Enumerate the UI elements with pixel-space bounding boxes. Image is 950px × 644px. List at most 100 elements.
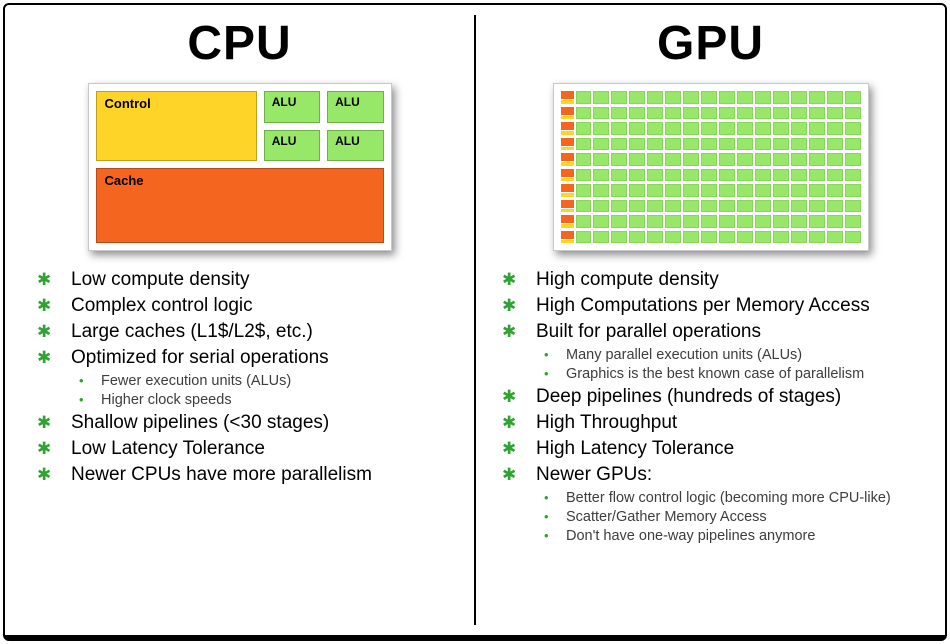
gpu-row: [560, 153, 861, 166]
gpu-alu-cell: [683, 230, 700, 244]
bullet-text: Many parallel execution units (ALUs): [566, 347, 803, 364]
bullet-text: Deep pipelines (hundreds of stages): [536, 386, 842, 408]
gpu-alu-cell: [593, 106, 610, 120]
gpu-alu-cell: [772, 168, 789, 182]
gpu-grid: [560, 91, 861, 244]
gpu-alu-cell: [844, 137, 861, 151]
gpu-alu-cell: [611, 106, 628, 120]
gpu-alu-cell: [826, 184, 843, 197]
gpu-cache-block: [560, 115, 574, 120]
gpu-cache-block: [560, 224, 574, 228]
bullet-item: ✱Complex control logic: [37, 295, 474, 317]
gpu-alu-cell: [665, 122, 682, 135]
gpu-alu-cell: [790, 215, 807, 228]
bullet-text: High compute density: [536, 269, 719, 291]
gpu-alu-cell: [683, 199, 700, 213]
gpu-alu-cell: [647, 199, 664, 213]
gpu-alu-cell: [808, 184, 825, 197]
bullet-item: ✱Newer GPUs:: [502, 464, 945, 486]
bullet-text: Built for parallel operations: [536, 321, 761, 343]
gpu-alu-cell: [736, 122, 753, 135]
gpu-alu-cell: [844, 230, 861, 244]
star-bullet-icon: ✱: [37, 296, 52, 316]
gpu-alu-cell: [719, 215, 735, 228]
gpu-alu-cell: [719, 137, 735, 151]
gpu-control-block: [560, 184, 574, 193]
bullet-item: ✱Optimized for serial operations: [37, 347, 474, 369]
bullet-text: Higher clock speeds: [101, 392, 232, 409]
sub-bullet-item: • Many parallel execution units (ALUs): [544, 347, 945, 363]
gpu-bullet-list: ✱High compute density✱High Computations …: [476, 265, 945, 547]
gpu-alu-cell: [790, 168, 807, 182]
gpu-alu-cell: [772, 215, 789, 228]
gpu-alu-cell: [665, 106, 682, 120]
gpu-alu-cell: [629, 230, 646, 244]
gpu-alu-cell: [683, 168, 700, 182]
gpu-alu-cell: [683, 184, 700, 197]
bullet-text: Low compute density: [71, 269, 250, 291]
gpu-alu-cell: [593, 184, 610, 197]
gpu-alu-cell: [683, 153, 700, 166]
gpu-alu-cell: [575, 137, 592, 151]
gpu-alu-cell: [790, 230, 807, 244]
gpu-alu-cell: [772, 106, 789, 120]
star-bullet-icon: ✱: [502, 270, 517, 290]
gpu-alu-cell: [611, 184, 628, 197]
gpu-alu-cell: [611, 137, 628, 151]
bullet-text: Scatter/Gather Memory Access: [566, 509, 767, 526]
gpu-alu-cell: [826, 168, 843, 182]
gpu-alu-cell: [790, 122, 807, 135]
gpu-alu-cell: [701, 230, 717, 244]
gpu-control-block: [560, 153, 574, 162]
gpu-alu-cell: [736, 137, 753, 151]
gpu-alu-cell: [575, 153, 592, 166]
gpu-alu-cell: [701, 199, 717, 213]
alu-box: ALU: [327, 129, 384, 162]
gpu-alu-cell: [772, 184, 789, 197]
gpu-control-cell: [560, 215, 574, 228]
gpu-alu-cell: [808, 137, 825, 151]
gpu-alu-cell: [683, 215, 700, 228]
gpu-alu-cell: [844, 91, 861, 104]
gpu-alu-cell: [611, 199, 628, 213]
gpu-alu-cell: [647, 215, 664, 228]
gpu-alu-cell: [593, 122, 610, 135]
gpu-alu-cell: [611, 230, 628, 244]
gpu-control-cell: [560, 106, 574, 120]
bullet-item: ✱Low compute density: [37, 269, 474, 291]
gpu-alu-cell: [844, 122, 861, 135]
bullet-text: Newer CPUs have more parallelism: [71, 464, 372, 486]
star-bullet-icon: ✱: [37, 322, 52, 342]
gpu-alu-cell: [611, 215, 628, 228]
sub-bullet-item: •Better flow control logic (becoming mor…: [544, 490, 945, 506]
dot-bullet-icon: •: [544, 509, 549, 525]
gpu-alu-cell: [826, 137, 843, 151]
bullet-text: Better flow control logic (becoming more…: [566, 490, 891, 507]
gpu-alu-cell: [575, 199, 592, 213]
star-bullet-icon: ✱: [37, 413, 52, 433]
gpu-alu-cell: [719, 106, 735, 120]
gpu-alu-cell: [593, 215, 610, 228]
gpu-alu-cell: [772, 153, 789, 166]
gpu-control-block: [560, 137, 574, 146]
gpu-cache-block: [560, 131, 574, 135]
gpu-alu-cell: [647, 230, 664, 244]
gpu-row: [560, 122, 861, 135]
sub-bullet-item: •Don't have one-way pipelines anymore: [544, 528, 945, 544]
gpu-alu-cell: [629, 91, 646, 104]
gpu-alu-cell: [754, 122, 771, 135]
gpu-cache-block: [560, 177, 574, 182]
gpu-alu-cell: [844, 106, 861, 120]
gpu-alu-cell: [808, 168, 825, 182]
gpu-alu-cell: [736, 199, 753, 213]
gpu-alu-cell: [736, 106, 753, 120]
gpu-alu-cell: [701, 215, 717, 228]
gpu-alu-cell: [754, 106, 771, 120]
gpu-row: [560, 230, 861, 244]
dot-bullet-icon: •: [544, 347, 549, 363]
gpu-alu-cell: [754, 230, 771, 244]
gpu-alu-cell: [808, 230, 825, 244]
gpu-alu-cell: [736, 168, 753, 182]
star-bullet-icon: ✱: [502, 387, 517, 407]
gpu-alu-cell: [647, 153, 664, 166]
